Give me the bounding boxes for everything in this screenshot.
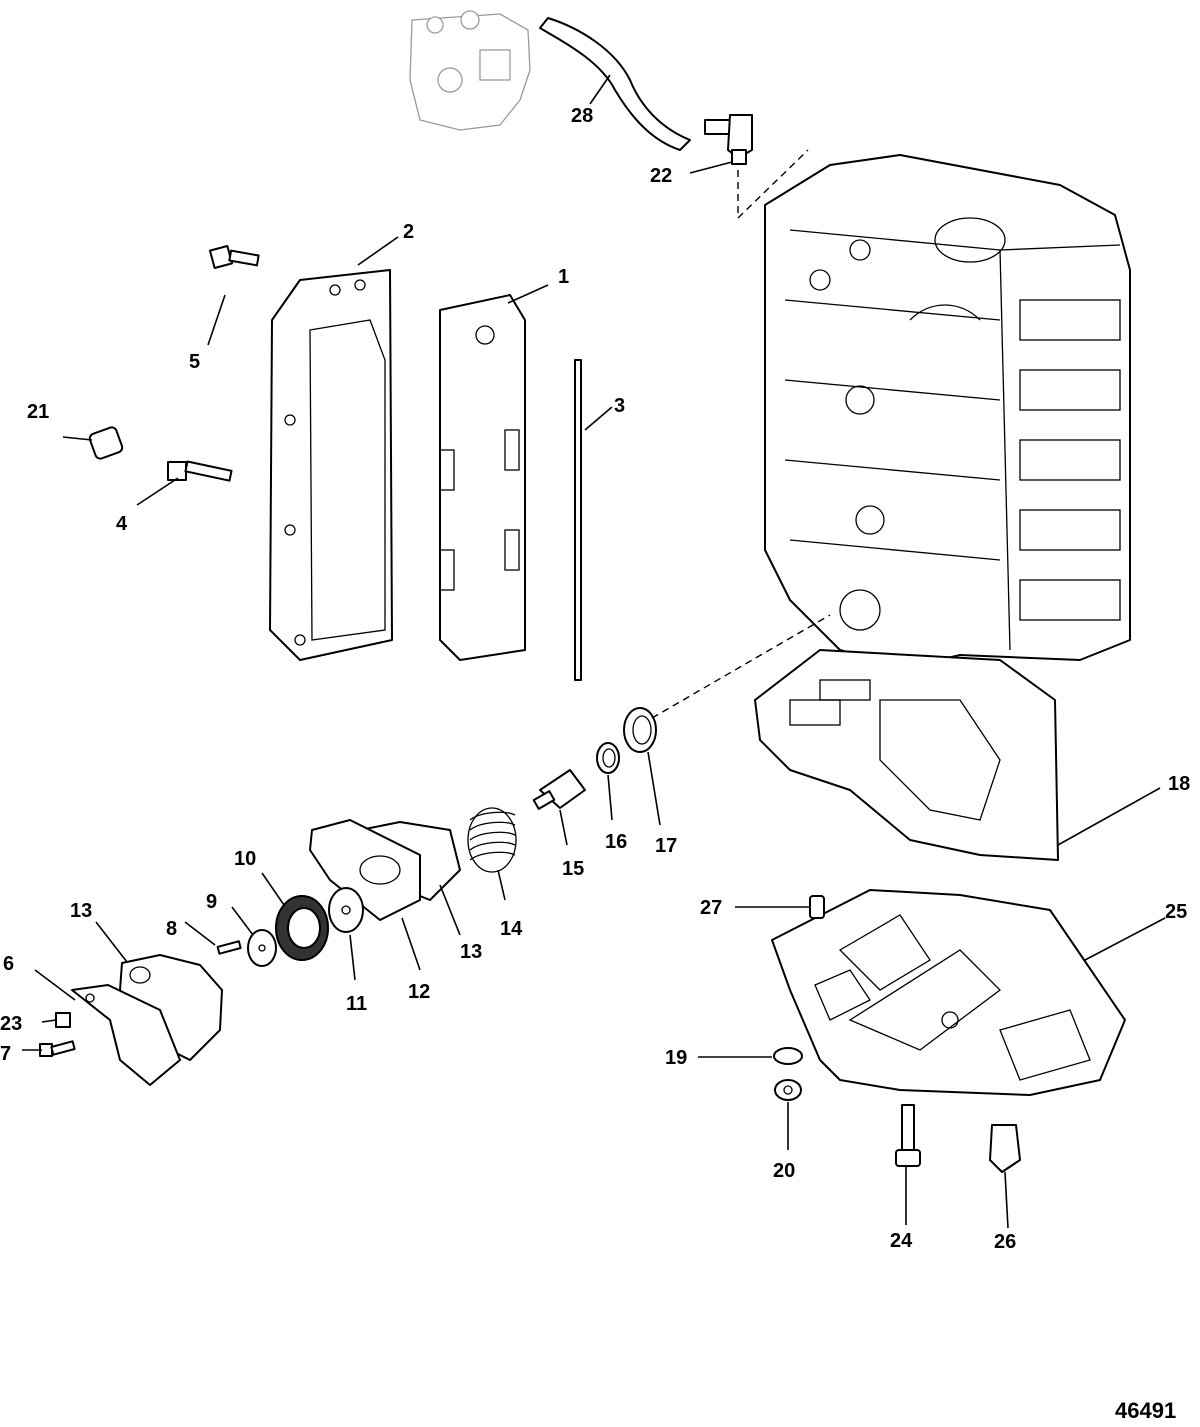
callout-11: 11: [346, 993, 367, 1015]
callout-2: 2: [403, 221, 414, 243]
callout-14: 14: [500, 918, 523, 940]
screw-7-part: [39, 1040, 76, 1057]
fitting-15-part: [532, 769, 586, 810]
callout-7: 7: [0, 1043, 11, 1065]
adapter-plate-part: [771, 889, 1126, 1096]
assembly-dashed-lines: [651, 149, 831, 719]
cylinder-block-part: [764, 154, 1131, 669]
callout-9: 9: [206, 891, 217, 913]
callout-20: 20: [773, 1160, 795, 1182]
spring-part: [467, 807, 517, 873]
figure-number: 46491: [1115, 1398, 1176, 1423]
callout-10: 10: [234, 848, 256, 870]
callout-13-right: 13: [460, 941, 482, 963]
hose-part: [539, 17, 691, 151]
callout-25: 25: [1165, 901, 1187, 923]
clip-19-part: [773, 1047, 803, 1065]
gasket-part: [439, 294, 526, 661]
callout-4: 4: [116, 513, 128, 535]
callout-3: 3: [614, 395, 625, 417]
callout-18: 18: [1168, 773, 1190, 795]
callout-12: 12: [408, 981, 430, 1003]
cap-part: [88, 426, 124, 460]
callout-6: 6: [3, 953, 14, 975]
callout-23: 23: [0, 1013, 22, 1035]
cover-plate-part: [269, 269, 393, 661]
callout-27: 27: [700, 897, 722, 919]
ring-16-part: [596, 742, 620, 774]
callout-21: 21: [27, 401, 49, 423]
callout-22: 22: [650, 165, 672, 187]
bolt-5-part: [208, 244, 260, 270]
plate-9-part: [247, 929, 277, 967]
seal-17-part: [623, 707, 657, 753]
callout-16: 16: [605, 831, 627, 853]
washer-part: [328, 887, 364, 933]
diaphragm-part: [275, 895, 329, 961]
cover-6-part: [71, 984, 181, 1086]
callout-13-left: 13: [70, 900, 92, 922]
clip-20-part: [774, 1079, 802, 1101]
callout-28: 28: [571, 105, 593, 127]
cover-12-part: [309, 819, 421, 921]
ghost-pump-illustration: [409, 10, 531, 131]
callout-5: 5: [189, 351, 200, 373]
sleeve-part: [809, 895, 825, 919]
callout-17: 17: [655, 835, 677, 857]
bolt-24-part: [895, 1104, 921, 1167]
rod-part: [574, 359, 582, 681]
callout-labels: 1 2 3 4 5 6 7 8 9 10 11 12 13 13 14 15 1…: [0, 105, 1190, 1253]
callout-1: 1: [558, 266, 569, 288]
gasket-18-part: [754, 649, 1059, 861]
callout-19: 19: [665, 1047, 687, 1069]
callout-26: 26: [994, 1231, 1016, 1253]
plug-26-part: [989, 1124, 1021, 1173]
leader-lines: [22, 74, 1166, 1229]
screw-8-part: [216, 940, 242, 955]
screw-23-part: [55, 1012, 71, 1028]
elbow-fitting-part: [704, 114, 753, 165]
bolt-4-part: [167, 460, 233, 482]
callout-15: 15: [562, 858, 584, 880]
callout-24: 24: [890, 1230, 913, 1252]
callout-8: 8: [166, 918, 177, 940]
